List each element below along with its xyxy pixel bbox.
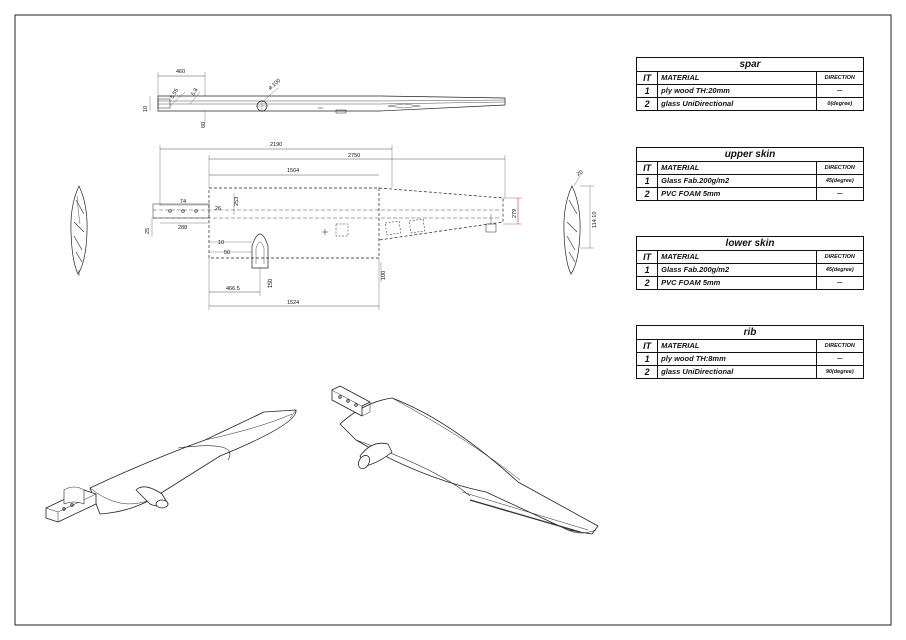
table-row: 1 Glass Fab.200g/m2 45(degree) — [635, 174, 865, 188]
row-it: 1 — [635, 263, 659, 277]
row-it: 2 — [635, 276, 659, 290]
dim-dia-100: ø.100 — [267, 78, 282, 92]
row-material: PVC FOAM 5mm — [657, 276, 817, 290]
dim-460: 460 — [176, 69, 185, 75]
spar-view — [149, 72, 506, 124]
row-direction: — — [815, 276, 865, 290]
row-it: 1 — [635, 174, 659, 188]
table-lower-skin: lower skin IT MATERIAL DIRECTION 1 Glass… — [635, 236, 865, 290]
dim-74: 74 — [180, 199, 186, 205]
wing-outer-section — [378, 187, 504, 241]
row-direction: — — [815, 352, 865, 366]
table-title: rib — [636, 325, 864, 340]
row-material: glass UniDirectional — [657, 97, 817, 111]
table-row: 1 ply wood TH:8mm — — [635, 352, 865, 366]
header-material: MATERIAL — [657, 250, 817, 264]
airfoil-section-left — [70, 185, 88, 276]
row-direction: — — [815, 187, 865, 201]
sheet-border — [14, 14, 892, 626]
dim-253: 253 — [234, 197, 240, 206]
table-row: 1 ply wood TH:20mm — — [635, 84, 865, 98]
dim-2190: 2190 — [270, 142, 282, 148]
dim-150: 150 — [268, 279, 274, 288]
table-row: 2 glass UniDirectional 0(degree) — [635, 97, 865, 111]
row-it: 2 — [635, 187, 659, 201]
header-direction: DIRECTION — [815, 71, 865, 85]
row-material: ply wood TH:8mm — [657, 352, 817, 366]
table-rib: rib IT MATERIAL DIRECTION 1 ply wood TH:… — [635, 325, 865, 379]
table-title: spar — [636, 57, 864, 72]
header-material: MATERIAL — [657, 339, 817, 353]
row-material: Glass Fab.200g/m2 — [657, 174, 817, 188]
row-material: PVC FOAM 5mm — [657, 187, 817, 201]
table-title: upper skin — [636, 147, 864, 162]
dim-50: 50 — [224, 250, 230, 256]
dim-20: 20 — [576, 169, 584, 177]
row-it: 2 — [635, 97, 659, 111]
airfoil-section-right — [563, 175, 594, 275]
row-direction: 0(degree) — [815, 97, 865, 111]
header-it: IT — [635, 161, 659, 175]
spar-outline — [157, 95, 506, 112]
table-title: lower skin — [636, 236, 864, 251]
table-row: 2 PVC FOAM 5mm — — [635, 276, 865, 290]
dim-288: 288 — [178, 225, 187, 231]
dim-5-8: 5.8 — [191, 87, 200, 97]
row-it: 1 — [635, 352, 659, 366]
row-it: 1 — [635, 84, 659, 98]
row-direction: 45(degree) — [815, 263, 865, 277]
pod-outline — [251, 233, 269, 269]
table-row: 2 PVC FOAM 5mm — — [635, 187, 865, 201]
dim-60: 60 — [201, 122, 207, 128]
dim-114-10: 114.10 — [592, 212, 598, 228]
row-material: ply wood TH:20mm — [657, 84, 817, 98]
row-it: 2 — [635, 365, 659, 379]
spar-view-dims: 460 5.55 5.8 ø.100 10 60 — [143, 69, 282, 128]
header-it: IT — [635, 339, 659, 353]
dim-25: 25 — [145, 228, 151, 234]
header-material: MATERIAL — [657, 71, 817, 85]
row-direction: 45(degree) — [815, 174, 865, 188]
row-direction: — — [815, 84, 865, 98]
header-direction: DIRECTION — [815, 339, 865, 353]
dim-26: 26 — [215, 206, 221, 212]
dim-1524: 1524 — [287, 300, 299, 306]
table-row: 1 Glass Fab.200g/m2 45(degree) — [635, 263, 865, 277]
header-it: IT — [635, 71, 659, 85]
plan-view — [151, 145, 522, 310]
iso-wing-right — [331, 385, 599, 535]
header-it: IT — [635, 250, 659, 264]
dim-5-55: 5.55 — [170, 88, 181, 100]
dim-279: 279 — [512, 209, 518, 218]
table-upper-skin: upper skin IT MATERIAL DIRECTION 1 Glass… — [635, 147, 865, 201]
header-direction: DIRECTION — [815, 250, 865, 264]
table-row: 2 glass UniDirectional 90(degree) — [635, 365, 865, 379]
header-direction: DIRECTION — [815, 161, 865, 175]
plan-view-dims: 2190 2750 1564 74 26 253 25 288 10 50 15… — [145, 142, 518, 306]
dim-2750: 2750 — [348, 153, 360, 159]
row-material: glass UniDirectional — [657, 365, 817, 379]
dim-466-5: 466.5 — [226, 286, 240, 292]
dim-100: 100 — [381, 271, 387, 280]
iso-wing-left — [45, 409, 297, 523]
dim-10: 10 — [143, 106, 149, 112]
dim-1564: 1564 — [287, 168, 299, 174]
dim-10: 10 — [218, 240, 224, 246]
row-material: Glass Fab.200g/m2 — [657, 263, 817, 277]
section-view-dims: 20 114.10 — [576, 169, 598, 228]
table-spar: spar IT MATERIAL DIRECTION 1 ply wood TH… — [635, 57, 865, 111]
row-direction: 90(degree) — [815, 365, 865, 379]
header-material: MATERIAL — [657, 161, 817, 175]
